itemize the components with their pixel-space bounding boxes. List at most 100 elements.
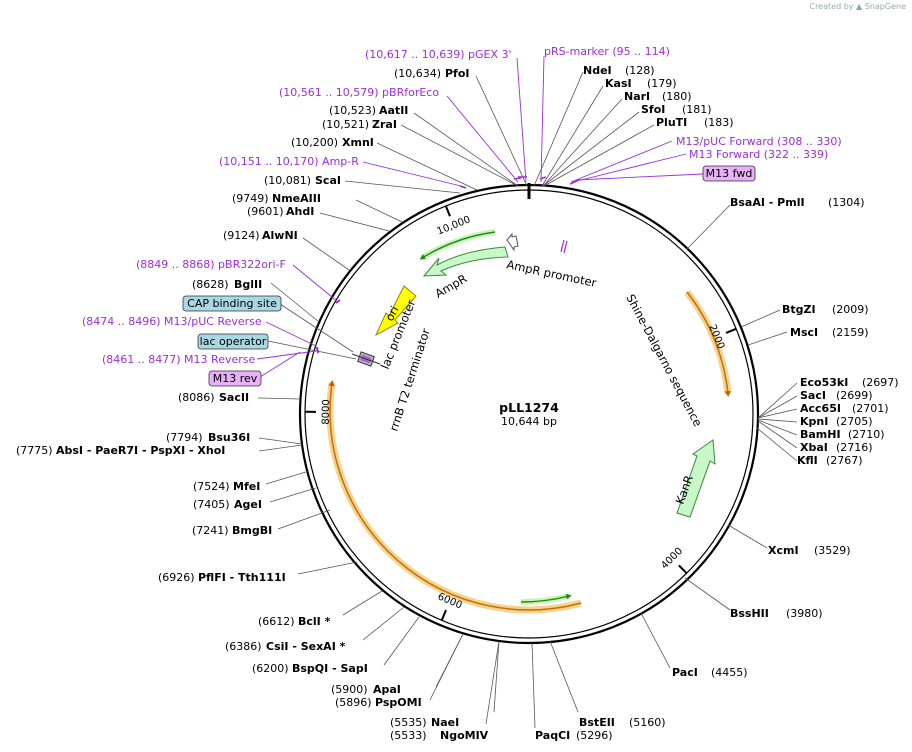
site-pflfi-name: PflFI - Tth111I	[198, 571, 286, 584]
site-kfli-name: KflI	[797, 454, 818, 467]
primer-pgex3[interactable]: (10,617 .. 10,639) pGEX 3'	[365, 48, 527, 183]
site-bamhi-coord: (2710)	[848, 428, 885, 441]
site-nari[interactable]: NarI (180)	[542, 90, 692, 187]
site-pluti[interactable]: PluTI (183)	[543, 116, 734, 187]
site-bsteii-name: BstEII	[579, 716, 615, 729]
site-alwni-name: AlwNI	[262, 229, 298, 242]
site-pluti-coord: (183)	[704, 116, 734, 129]
site-csii[interactable]: (6386) CsiI - SexAI *	[225, 606, 405, 653]
site-bspqi-name: BspQI - SapI	[292, 662, 368, 675]
feature-m13-rev[interactable]: M13 rev	[208, 351, 301, 387]
site-mfei-coord: (7524)	[193, 480, 230, 493]
tick-2000	[725, 327, 737, 334]
tick-label-2000: 2000	[706, 323, 726, 351]
primer-prs-marker[interactable]: pRS-marker (95 .. 114)	[539, 45, 670, 183]
site-agei-coord: (7405)	[193, 498, 230, 511]
label-shine-dalgarno: Shine-Dalgarno sequence	[623, 292, 705, 429]
site-cluster-mcs[interactable]: Eco53kI (2697) SacI (2699) Acc65I (2701)…	[756, 376, 899, 467]
site-agei[interactable]: (7405) AgeI	[193, 487, 317, 511]
site-apai-name: ApaI	[373, 683, 401, 696]
site-xcmi[interactable]: XcmI (3529)	[727, 524, 851, 557]
primer-m13-reverse[interactable]: (8461 .. 8477) M13 Reverse	[102, 346, 319, 366]
site-kpni-name: KpnI	[800, 415, 828, 428]
site-apai-cluster[interactable]: (5900) ApaI (5896) PspOMI	[331, 633, 464, 709]
primer-amp-r-label: (10,151 .. 10,170) Amp-R	[219, 155, 359, 168]
site-btgzi[interactable]: BtgZI (2009)	[740, 303, 869, 328]
primer-pbrforeco[interactable]: (10,561 .. 10,579) pBRforEco	[279, 86, 522, 183]
primer-m13puc-reverse-label: (8474 .. 8496) M13/pUC Reverse	[82, 315, 262, 328]
site-sfoi[interactable]: SfoI (181)	[542, 103, 712, 187]
shine-dalgarno-mark	[560, 239, 565, 253]
site-pspomi-name: PspOMI	[375, 696, 422, 709]
label-ori: ori	[382, 304, 401, 324]
site-aatii-cluster[interactable]: (10,523) AatII (10,521) ZraI	[322, 104, 519, 187]
site-bsteii[interactable]: BstEII (5160)	[549, 640, 666, 729]
primer-m13puc-reverse[interactable]: (8474 .. 8496) M13/pUC Reverse	[82, 315, 317, 347]
site-pfoi[interactable]: (10,634) PfoI	[394, 67, 528, 187]
site-xmni-name: XmnI	[342, 136, 374, 149]
feature-amppromoter-arrow	[506, 232, 519, 252]
primer-amp-r[interactable]: (10,151 .. 10,170) Amp-R	[219, 155, 467, 189]
feature-m13-fwd[interactable]: M13 fwd	[575, 165, 756, 182]
site-kpni-coord: (2705)	[836, 415, 873, 428]
site-alwni[interactable]: (9124) AlwNI	[223, 229, 350, 271]
site-sacii[interactable]: (8086) SacII	[178, 391, 301, 404]
site-paqci[interactable]: PaqCI (5296)	[531, 642, 613, 742]
site-pfoi-name: PfoI	[445, 67, 470, 80]
site-paci-name: PacI	[672, 666, 698, 679]
site-nmeaiii[interactable]: (9749) NmeAIII	[232, 192, 403, 223]
site-saci-coord: (2699)	[836, 389, 873, 402]
site-csii-name: CsiI - SexAI *	[266, 640, 346, 653]
feature-kanr-arrow	[676, 439, 716, 518]
site-bsshii-coord: (3980)	[786, 607, 823, 620]
site-bsaai[interactable]: BsaAI - PmlI (1304)	[686, 196, 865, 250]
label-amppromoter: AmpR promoter	[505, 257, 598, 290]
site-bspqi[interactable]: (6200) BspQI - SapI	[252, 616, 420, 675]
snapgene-brand: SnapGene	[864, 2, 906, 11]
site-bcli[interactable]: (6612) BclI *	[258, 590, 383, 628]
site-zrai-name: ZraI	[372, 118, 397, 131]
site-kasi[interactable]: KasI (179)	[541, 77, 677, 187]
site-pfoi-coord: (10,634)	[394, 67, 441, 80]
site-paci[interactable]: PacI (4455)	[640, 612, 748, 679]
site-zrai-coord: (10,521)	[322, 118, 369, 131]
site-bsshii[interactable]: BssHII (3980)	[684, 577, 823, 620]
primer-pbr322ori-f-label: (8849 .. 8868) pBR322ori-F	[136, 258, 286, 271]
site-scai[interactable]: (10,081) ScaI	[264, 174, 461, 194]
site-bmgbi[interactable]: (7241) BmgBI	[192, 509, 331, 537]
site-eco53ki-name: Eco53kI	[800, 376, 848, 389]
site-absi-name: AbsI - PaeR7I - PspXI - XhoI	[56, 444, 225, 457]
site-ngomiv-coord: (5533)	[390, 729, 427, 742]
primer-m13puc-forward[interactable]: M13/pUC Forward (308 .. 330)	[569, 135, 842, 185]
site-bmgbi-coord: (7241)	[192, 524, 229, 537]
site-ahdi[interactable]: (9601) AhdI	[247, 205, 390, 232]
plasmid-size: 10,644 bp	[501, 415, 557, 428]
primer-pbr322ori-f[interactable]: (8849 .. 8868) pBR322ori-F	[136, 258, 341, 304]
site-alwni-coord: (9124)	[223, 229, 260, 242]
site-ndei[interactable]: NdeI (128)	[533, 64, 655, 187]
site-aatii-name: AatII	[379, 104, 408, 117]
primer-prs-marker-label: pRS-marker (95 .. 114)	[544, 45, 670, 58]
primer-m13-forward[interactable]: M13 Forward (322 .. 339)	[572, 148, 828, 183]
site-csii-coord: (6386)	[225, 640, 262, 653]
site-xmni[interactable]: (10,200) XmnI	[291, 136, 478, 191]
feature-cap-binding-site[interactable]: CAP binding site	[182, 295, 354, 353]
site-bglii[interactable]: (8628) BglII	[192, 278, 320, 323]
feature-lac-operator[interactable]: lac operator	[197, 333, 357, 360]
site-ndei-name: NdeI	[583, 64, 612, 77]
site-msci[interactable]: MscI (2159)	[747, 326, 869, 346]
site-pflfi[interactable]: (6926) PflFI - Tth111I	[158, 561, 358, 584]
primer-m13-forward-label: M13 Forward (322 .. 339)	[689, 148, 828, 161]
site-sacii-coord: (8086)	[178, 391, 215, 404]
site-bsu36i-coord: (7794)	[166, 431, 203, 444]
site-bsu36i-cluster[interactable]: (7794) Bsu36I (7775) AbsI - PaeR7I - Psp…	[16, 431, 303, 457]
site-naei-cluster[interactable]: (5535) NaeI (5533) NgoMIV	[390, 640, 500, 742]
site-ngomiv-name: NgoMIV	[440, 729, 489, 742]
site-pspomi-coord: (5896)	[335, 696, 372, 709]
site-nari-coord: (180)	[662, 90, 692, 103]
site-aatii-coord: (10,523)	[329, 104, 376, 117]
site-mfei[interactable]: (7524) MfeI	[193, 470, 310, 493]
feature-lac-operator-label: lac operator	[200, 335, 267, 348]
